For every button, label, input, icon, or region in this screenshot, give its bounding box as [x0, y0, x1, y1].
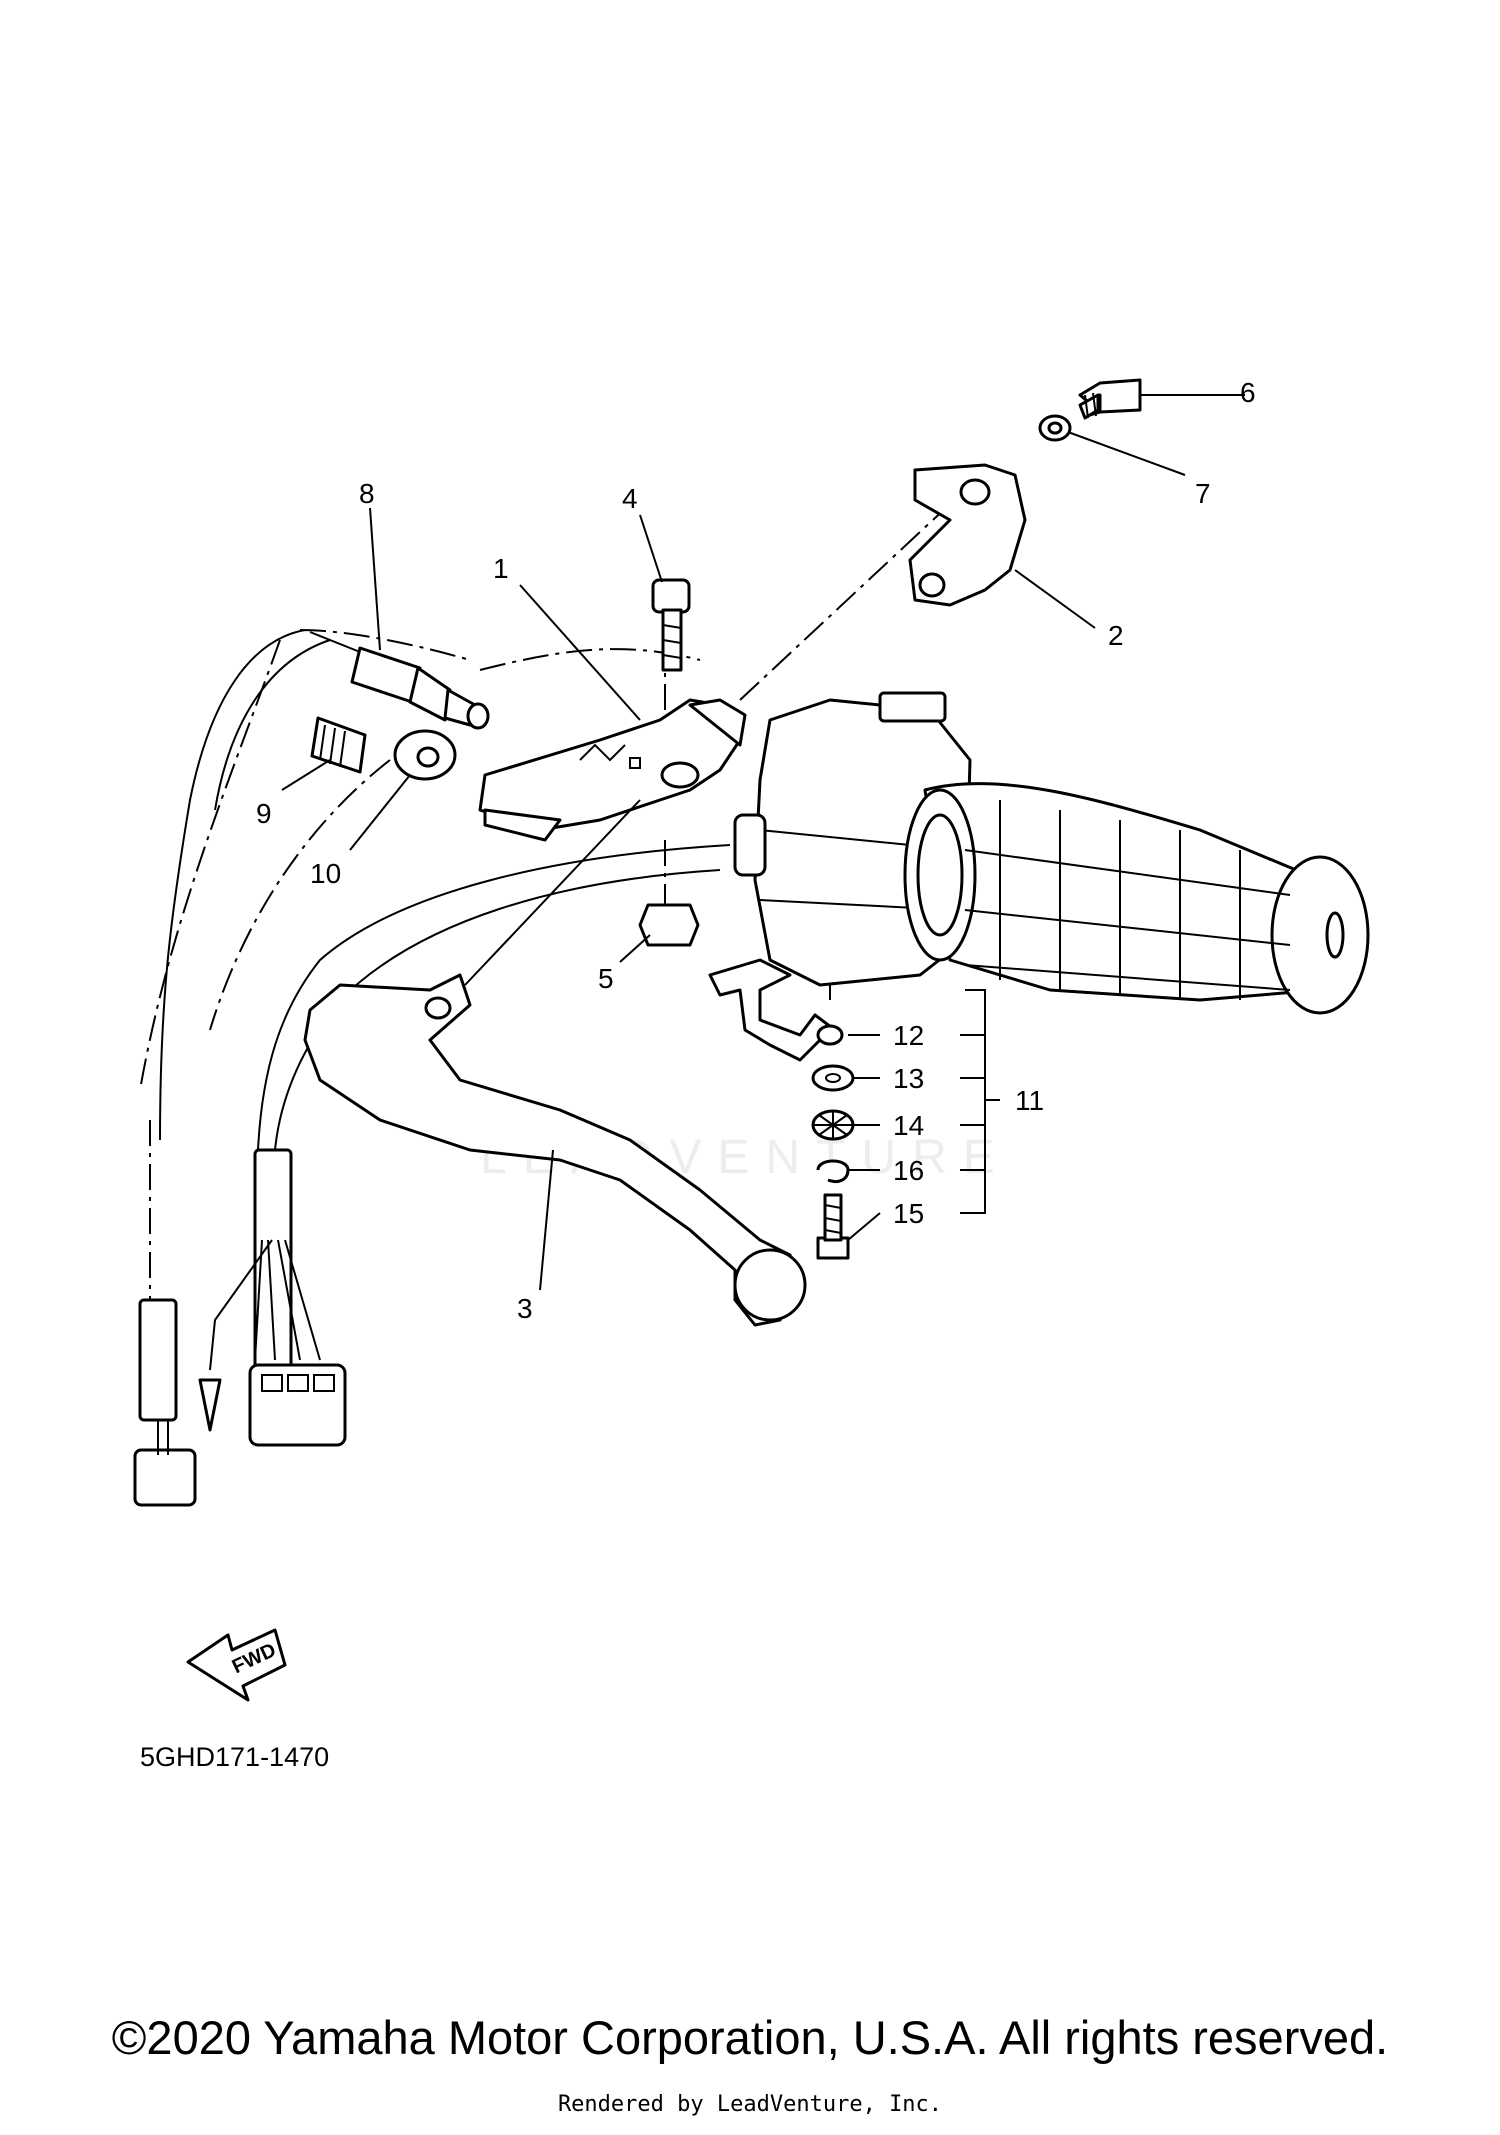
part-7-washer [1038, 414, 1072, 442]
callout-16: 16 [893, 1155, 924, 1186]
part-11-assembly [708, 958, 855, 1260]
callout-13: 13 [893, 1063, 924, 1094]
part-10-locknut [393, 729, 457, 781]
diagram-code: 5GHD171-1470 [140, 1742, 329, 1772]
callout-9: 9 [256, 798, 272, 829]
handlebar-grip [903, 782, 1370, 1015]
callout-3: 3 [517, 1293, 533, 1324]
rendered-by-notice: Rendered by LeadVenture, Inc. [557, 2092, 943, 2117]
part-4-pivot-bolt [651, 578, 691, 672]
callout-7: 7 [1195, 478, 1211, 509]
callout-8: 8 [359, 478, 375, 509]
part-8-cable-adjuster [309, 631, 490, 730]
callout-5: 5 [598, 963, 614, 994]
copyright-notice: ©2020 Yamaha Motor Corporation, U.S.A. A… [111, 2011, 1389, 2064]
part-5-nut [638, 903, 700, 947]
callout-2: 2 [1108, 620, 1124, 651]
callout-4: 4 [622, 483, 638, 514]
callout-6: 6 [1240, 377, 1256, 408]
callout-1: 1 [493, 553, 509, 584]
fwd-arrow: FWD [186, 1628, 287, 1702]
callout-14: 14 [893, 1110, 924, 1141]
callout-15: 15 [893, 1198, 924, 1229]
part-9-adjuster [310, 716, 367, 774]
part-6-bolt [1078, 378, 1142, 420]
callout-10: 10 [310, 858, 341, 889]
part-2-clamp [908, 463, 1027, 607]
part-3-lever [303, 973, 807, 1327]
part-1-lever-holder [478, 698, 747, 842]
callout-11: 11 [1015, 1085, 1044, 1116]
callout-12: 12 [893, 1020, 924, 1051]
wiring-harness [133, 629, 731, 1507]
callout-labels: 8 1 4 6 7 2 9 10 5 3 12 13 14 16 15 11 [256, 377, 1256, 1324]
leader-lines [281, 394, 1245, 1291]
